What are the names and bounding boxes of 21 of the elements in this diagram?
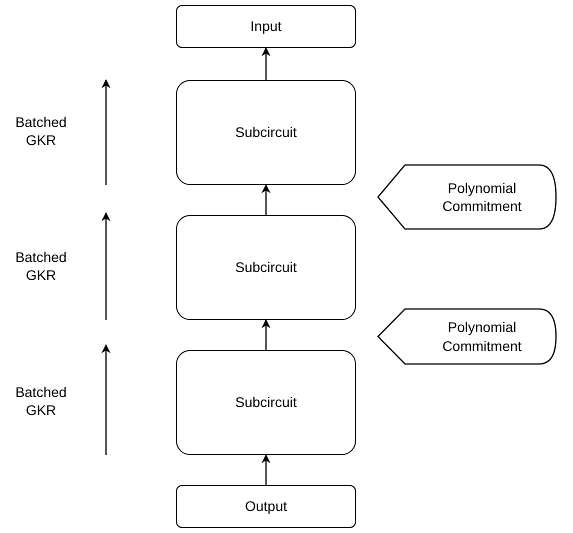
side-label: Batched GKR <box>14 113 68 150</box>
arrow <box>261 47 271 80</box>
node-label: Subcircuit <box>235 393 297 412</box>
side-label: Batched GKR <box>14 248 68 284</box>
arrow <box>261 454 271 485</box>
node-label: Polynomial Commitment <box>441 178 523 216</box>
node-label: Output <box>244 497 288 516</box>
arrow <box>261 319 271 350</box>
node-label: Subcircuit <box>235 123 297 142</box>
process-box <box>176 485 356 528</box>
process-box <box>176 5 356 48</box>
arrow <box>261 184 271 215</box>
node-label: Subcircuit <box>235 258 297 277</box>
side-label: Batched GKR <box>14 383 68 420</box>
callout-shape <box>377 164 557 230</box>
node-label: Polynomial Commitment <box>441 318 523 355</box>
node-label: Input <box>250 17 282 36</box>
process-box <box>176 80 356 185</box>
callout-shape <box>377 308 557 365</box>
process-box <box>176 215 356 320</box>
process-box <box>176 350 356 455</box>
